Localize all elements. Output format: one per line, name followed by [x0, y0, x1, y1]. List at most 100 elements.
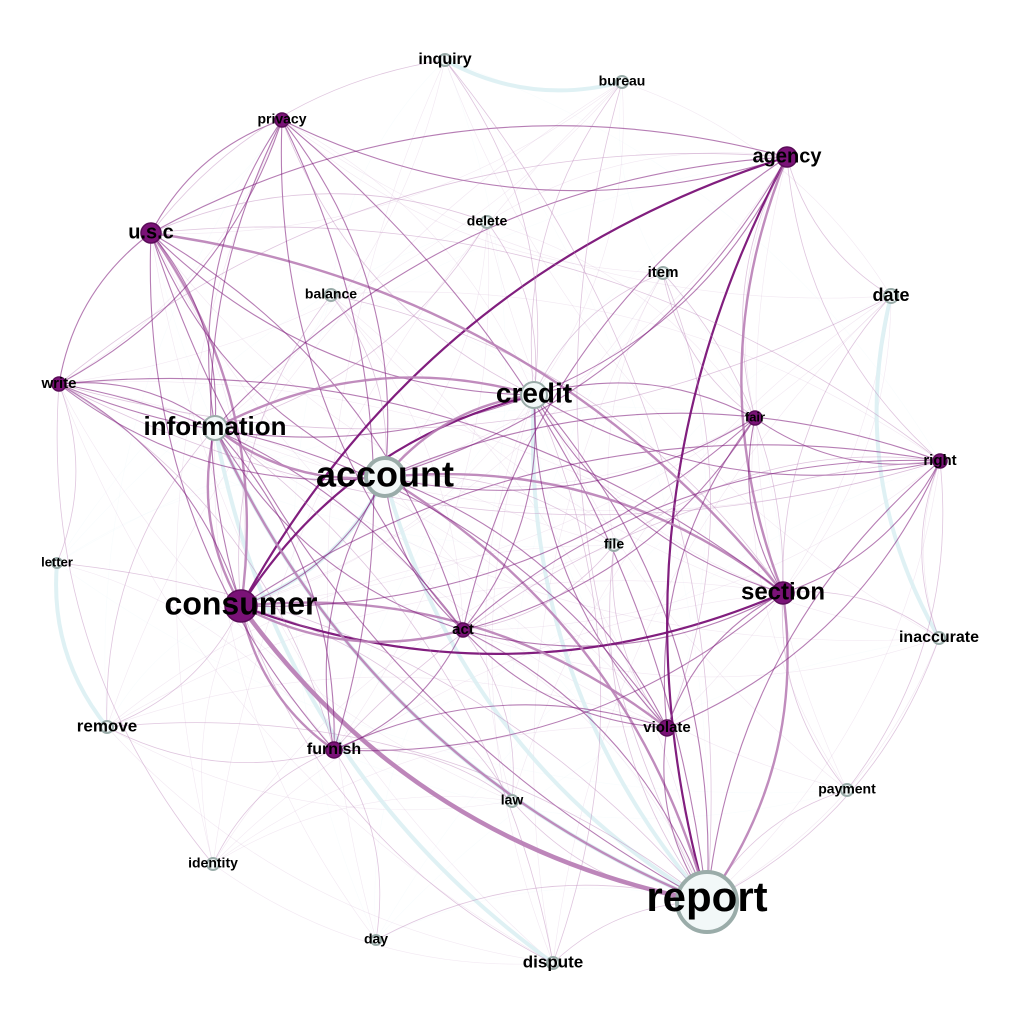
edge-section-fair [748, 417, 784, 594]
faint-edge [330, 294, 708, 903]
edge-consumer-remove [106, 605, 242, 728]
node-furnish[interactable] [325, 741, 343, 759]
edge-delete-usc [150, 193, 488, 234]
edge-privacy-write [58, 119, 283, 385]
faint-edge [214, 427, 377, 941]
node-label-write: write [40, 375, 76, 392]
node-letter[interactable] [51, 557, 63, 569]
faint-edge [706, 637, 940, 903]
edge-consumer-information [206, 427, 243, 607]
edge-fair-agency [742, 156, 788, 419]
edge-privacy-credit [281, 119, 535, 396]
faint-edge [333, 749, 848, 819]
node-section[interactable] [771, 581, 795, 605]
node-delete[interactable] [480, 215, 494, 229]
node-label-letter: letter [41, 554, 73, 569]
node-date[interactable] [883, 288, 899, 304]
edge-right-act [462, 459, 941, 631]
node-label-remove: remove [77, 716, 137, 735]
edge-account-right [384, 412, 941, 478]
edge-consumer-agency [240, 155, 788, 607]
node-label-consumer: consumer [165, 585, 318, 621]
edge-consumer-fair [240, 417, 756, 607]
faint-edge [106, 726, 513, 811]
edge-payment-section [781, 592, 848, 791]
edge-date-agency [786, 156, 892, 297]
node-dispute[interactable] [546, 956, 560, 970]
faint-edge [106, 676, 668, 729]
node-inaccurate[interactable] [932, 631, 946, 645]
node-remove[interactable] [100, 720, 114, 734]
edge-report-section [706, 592, 789, 903]
faint-edge [214, 59, 446, 429]
edge-inquiry-report [444, 59, 712, 903]
edge-right-inaccurate [921, 460, 941, 639]
edge-balance-consumer [238, 294, 332, 607]
edge-consumer-write [58, 383, 242, 607]
faint-edge [533, 81, 624, 396]
faint-edge [106, 726, 554, 964]
node-account[interactable] [364, 456, 406, 498]
edge-right-payment [846, 460, 944, 791]
node-bureau[interactable] [615, 75, 629, 89]
faint-edge [150, 232, 784, 594]
node-violate[interactable] [658, 719, 676, 737]
edge-usc-information [150, 232, 217, 429]
node-information[interactable] [202, 415, 228, 441]
node-file[interactable] [607, 538, 621, 552]
node-fair[interactable] [747, 410, 763, 426]
node-right[interactable] [932, 453, 948, 469]
edge-report-credit [533, 394, 709, 903]
node-label-law: law [501, 792, 524, 808]
node-day[interactable] [370, 934, 382, 946]
edge-consumer-usc [150, 232, 249, 607]
node-report[interactable] [675, 870, 739, 934]
node-inquiry[interactable] [438, 53, 452, 67]
faint-edge [607, 272, 664, 546]
edge-file-right [613, 456, 941, 546]
faint-edge [462, 629, 940, 678]
edge-identity-write [56, 383, 214, 865]
node-payment[interactable] [840, 783, 854, 797]
edge-agency-credit [533, 156, 788, 396]
edge-information-act [214, 427, 464, 631]
node-balance[interactable] [324, 288, 338, 302]
edge-credit-right [533, 394, 941, 476]
node-item[interactable] [656, 266, 670, 280]
faint-edge [511, 295, 892, 802]
faint-edge [56, 562, 335, 751]
edge-section-usc [150, 231, 784, 594]
node-usc[interactable] [140, 222, 162, 244]
node-label-fair: fair [745, 409, 765, 424]
node-law[interactable] [505, 794, 519, 808]
node-label-inaccurate: inaccurate [899, 629, 979, 646]
edge-right-violate [666, 460, 941, 729]
edge-day-furnish [333, 749, 381, 941]
node-act[interactable] [455, 622, 471, 638]
edge-date-section [782, 295, 892, 594]
node-identity[interactable] [206, 857, 220, 871]
faint-edge [150, 232, 554, 964]
node-consumer[interactable] [224, 589, 258, 623]
node-write[interactable] [51, 376, 67, 392]
edge-account-furnish [325, 476, 386, 751]
edge-letter-report [56, 562, 708, 903]
node-privacy[interactable] [274, 112, 290, 128]
faint-edge [281, 119, 664, 274]
edge-dispute-consumer [240, 605, 554, 964]
node-credit[interactable] [520, 381, 548, 409]
edge-privacy-furnish [281, 119, 375, 751]
edge-account-balance [330, 294, 387, 478]
edge-agency-write [58, 153, 788, 385]
edge-usc-privacy [150, 119, 283, 234]
faint-edge [444, 59, 940, 639]
faint-edge [327, 59, 446, 941]
faint-edge [212, 863, 554, 965]
faint-edge [212, 796, 513, 865]
faint-edge [214, 427, 940, 641]
edge-layer [54, 58, 944, 965]
node-agency[interactable] [776, 146, 798, 168]
edge-file-report [609, 544, 708, 903]
faint-edge [533, 394, 668, 729]
